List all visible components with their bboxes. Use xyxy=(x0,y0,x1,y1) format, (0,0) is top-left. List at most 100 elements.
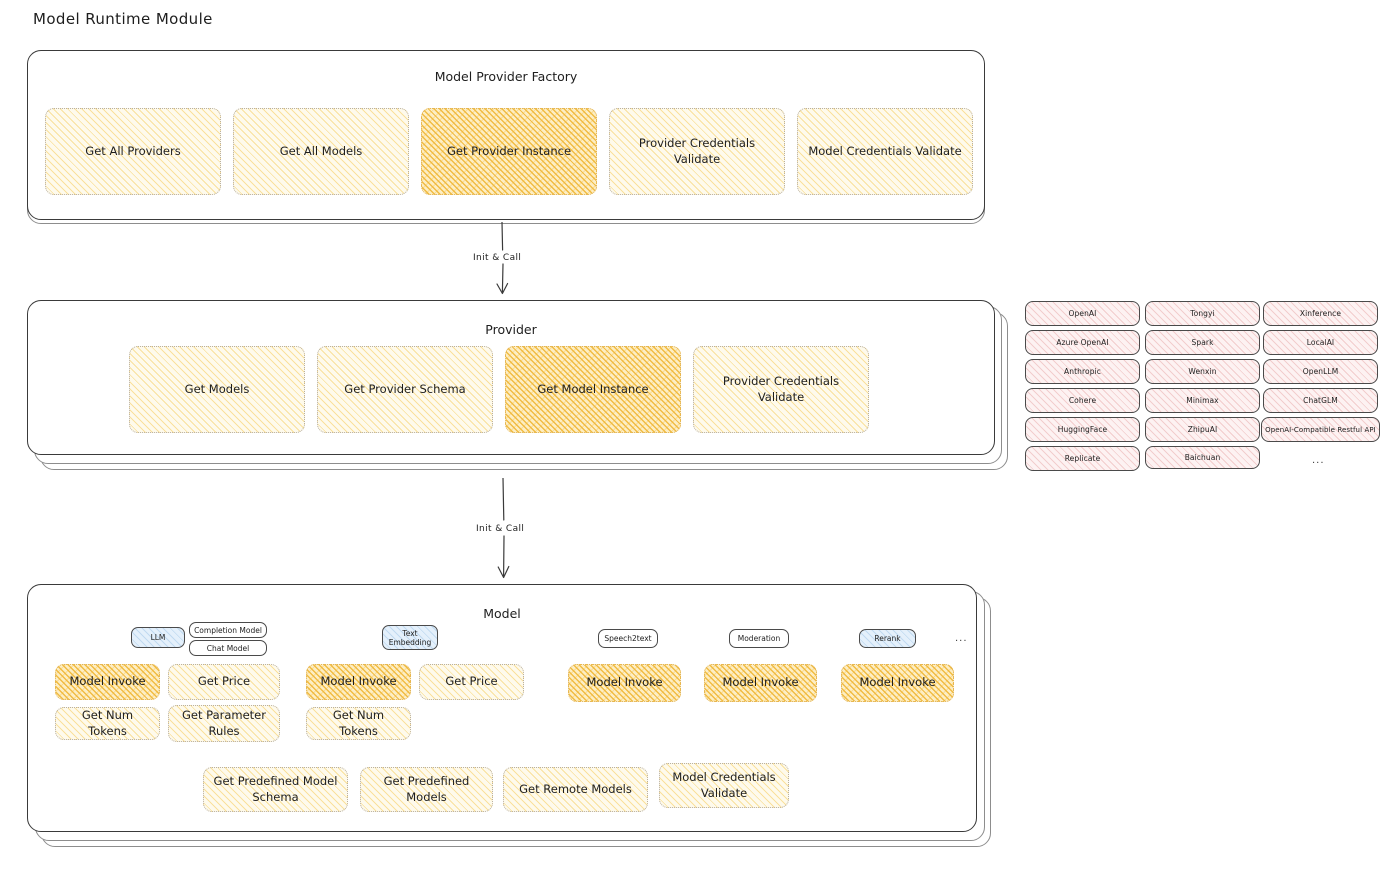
provider-pill-label: Xinference xyxy=(1299,309,1342,318)
provider-method-label: Get Model Instance xyxy=(537,381,649,396)
model-method-label: Model Credentials Validate xyxy=(672,769,776,800)
factory-title: Model Provider Factory xyxy=(434,69,578,84)
provider-pill-openllm[interactable]: OpenLLM xyxy=(1263,359,1378,384)
provider-pill-label: Tongyi xyxy=(1190,309,1215,318)
provider-pill-label: Anthropic xyxy=(1064,367,1101,376)
model-shared-method-model-credentials-validate[interactable]: Model Credentials Validate xyxy=(659,763,789,808)
provider-pill-replicate[interactable]: Replicate xyxy=(1025,446,1140,471)
provider-pill-label: HuggingFace xyxy=(1057,425,1108,434)
model-type-pill-rerank[interactable]: Rerank xyxy=(859,629,916,648)
model-subtype-pill-chat-model[interactable]: Chat Model xyxy=(189,640,267,656)
provider-method-provider-credentials-validate[interactable]: Provider Credentials Validate xyxy=(693,346,869,433)
llm-method-get-price[interactable]: Get Price xyxy=(168,664,280,700)
model-provider-factory-card: Model Provider Factory Get All Providers… xyxy=(27,50,985,220)
provider-pill-localai[interactable]: LocalAI xyxy=(1263,330,1378,355)
model-method-label: Model Invoke xyxy=(320,674,397,689)
provider-pill-label: Cohere xyxy=(1068,396,1097,405)
provider-pill-label: Wenxin xyxy=(1188,367,1217,376)
model-method-label: Get Remote Models xyxy=(519,781,632,796)
page-title: Model Runtime Module xyxy=(33,10,213,28)
provider-method-label: Provider Credentials Validate xyxy=(722,373,840,404)
model-shared-method-get-predefined-model-schema[interactable]: Get Predefined Model Schema xyxy=(203,767,348,812)
moderation-method-model-invoke[interactable]: Model Invoke xyxy=(704,664,817,702)
model-type-pill-text-embedding[interactable]: Text Embedding xyxy=(382,625,438,650)
llm-method-get-parameter-rules[interactable]: Get Parameter Rules xyxy=(168,705,280,742)
provider-method-label: Get Models xyxy=(184,381,250,396)
provider-pill-label: OpenLLM xyxy=(1302,367,1339,376)
provider-list-ellipsis: ... xyxy=(1312,455,1325,466)
llm-method-get-num-tokens[interactable]: Get Num Tokens xyxy=(55,707,160,740)
model-subtype-label: Completion Model xyxy=(194,625,262,635)
model-method-label: Model Invoke xyxy=(69,674,146,689)
arrow-icon xyxy=(496,221,509,295)
model-method-label: Get Num Tokens xyxy=(332,707,385,738)
factory-method-label: Get Provider Instance xyxy=(446,143,572,158)
text-embedding-method-get-price[interactable]: Get Price xyxy=(419,664,524,700)
provider-pill-label: ChatGLM xyxy=(1303,396,1338,405)
provider-pill-label: OpenAI xyxy=(1068,309,1097,318)
provider-pill-openai[interactable]: OpenAI xyxy=(1025,301,1140,326)
model-type-label: Moderation xyxy=(737,634,781,643)
model-subtype-pill-completion-model[interactable]: Completion Model xyxy=(189,622,267,638)
factory-method-get-provider-instance[interactable]: Get Provider Instance xyxy=(421,108,597,195)
provider-pill-label: Azure OpenAI xyxy=(1056,338,1109,347)
provider-pill-label: Spark xyxy=(1191,338,1214,347)
model-type-label: LLM xyxy=(150,633,166,642)
provider-pill-azure-openai[interactable]: Azure OpenAI xyxy=(1025,330,1140,355)
factory-method-model-credentials-validate[interactable]: Model Credentials Validate xyxy=(797,108,973,195)
provider-card: Provider Get Models Get Provider Schema … xyxy=(27,300,995,455)
provider-pill-label: Baichuan xyxy=(1184,453,1221,462)
llm-method-model-invoke[interactable]: Model Invoke xyxy=(55,664,160,700)
model-type-pill-moderation[interactable]: Moderation xyxy=(729,629,789,648)
speech2text-method-model-invoke[interactable]: Model Invoke xyxy=(568,664,681,702)
model-type-pill-llm[interactable]: LLM xyxy=(131,627,185,648)
model-method-label: Model Invoke xyxy=(722,675,799,690)
factory-method-get-all-models[interactable]: Get All Models xyxy=(233,108,409,195)
provider-pill-label: Minimax xyxy=(1186,396,1219,405)
arrow-provider-to-model xyxy=(472,477,552,586)
provider-pill-huggingface[interactable]: HuggingFace xyxy=(1025,417,1140,442)
provider-method-get-model-instance[interactable]: Get Model Instance xyxy=(505,346,681,433)
provider-pill-label: LocalAI xyxy=(1306,338,1335,347)
model-method-label: Model Invoke xyxy=(859,675,936,690)
provider-pill-cohere[interactable]: Cohere xyxy=(1025,388,1140,413)
provider-pill-label: OpenAI-Compatible Restful API xyxy=(1265,425,1376,434)
model-method-label: Get Price xyxy=(445,674,498,689)
factory-method-get-all-providers[interactable]: Get All Providers xyxy=(45,108,221,195)
provider-pill-label: ZhipuAI xyxy=(1187,425,1218,434)
model-shared-method-get-predefined-models[interactable]: Get Predefined Models xyxy=(360,767,493,812)
arrow-label-init-and-call-2: Init & Call xyxy=(476,524,525,534)
model-method-label: Get Parameter Rules xyxy=(182,707,266,738)
model-method-label: Get Num Tokens xyxy=(81,707,134,738)
provider-pill-zhipuai[interactable]: ZhipuAI xyxy=(1145,417,1260,442)
arrow-factory-to-provider xyxy=(470,221,550,302)
model-card: Model LLM Completion Model Chat Model Mo… xyxy=(27,584,977,832)
provider-method-label: Get Provider Schema xyxy=(344,381,466,396)
model-types-ellipsis: ... xyxy=(955,633,968,644)
provider-pill-minimax[interactable]: Minimax xyxy=(1145,388,1260,413)
factory-method-label: Get All Models xyxy=(279,143,363,158)
arrow-label-init-and-call-1: Init & Call xyxy=(473,253,522,263)
provider-pill-tongyi[interactable]: Tongyi xyxy=(1145,301,1260,326)
provider-method-get-provider-schema[interactable]: Get Provider Schema xyxy=(317,346,493,433)
provider-pill-xinference[interactable]: Xinference xyxy=(1263,301,1378,326)
provider-pill-wenxin[interactable]: Wenxin xyxy=(1145,359,1260,384)
provider-pill-openai-compatible-restful-api[interactable]: OpenAI-Compatible Restful API xyxy=(1261,417,1380,442)
text-embedding-method-model-invoke[interactable]: Model Invoke xyxy=(306,664,411,700)
model-shared-method-get-remote-models[interactable]: Get Remote Models xyxy=(503,767,648,812)
model-method-label: Get Predefined Models xyxy=(383,773,470,804)
provider-title: Provider xyxy=(485,322,537,337)
model-method-label: Get Price xyxy=(197,674,251,689)
provider-method-get-models[interactable]: Get Models xyxy=(129,346,305,433)
model-type-pill-speech2text[interactable]: Speech2text xyxy=(598,629,658,648)
factory-method-label: Get All Providers xyxy=(85,143,181,158)
rerank-method-model-invoke[interactable]: Model Invoke xyxy=(841,664,954,702)
factory-method-label: Provider Credentials Validate xyxy=(638,135,756,166)
provider-pill-baichuan[interactable]: Baichuan xyxy=(1145,446,1260,469)
factory-method-provider-credentials-validate[interactable]: Provider Credentials Validate xyxy=(609,108,785,195)
provider-pill-anthropic[interactable]: Anthropic xyxy=(1025,359,1140,384)
factory-method-label: Model Credentials Validate xyxy=(808,143,962,158)
provider-pill-spark[interactable]: Spark xyxy=(1145,330,1260,355)
provider-pill-chatglm[interactable]: ChatGLM xyxy=(1263,388,1378,413)
text-embedding-method-get-num-tokens[interactable]: Get Num Tokens xyxy=(306,707,411,740)
